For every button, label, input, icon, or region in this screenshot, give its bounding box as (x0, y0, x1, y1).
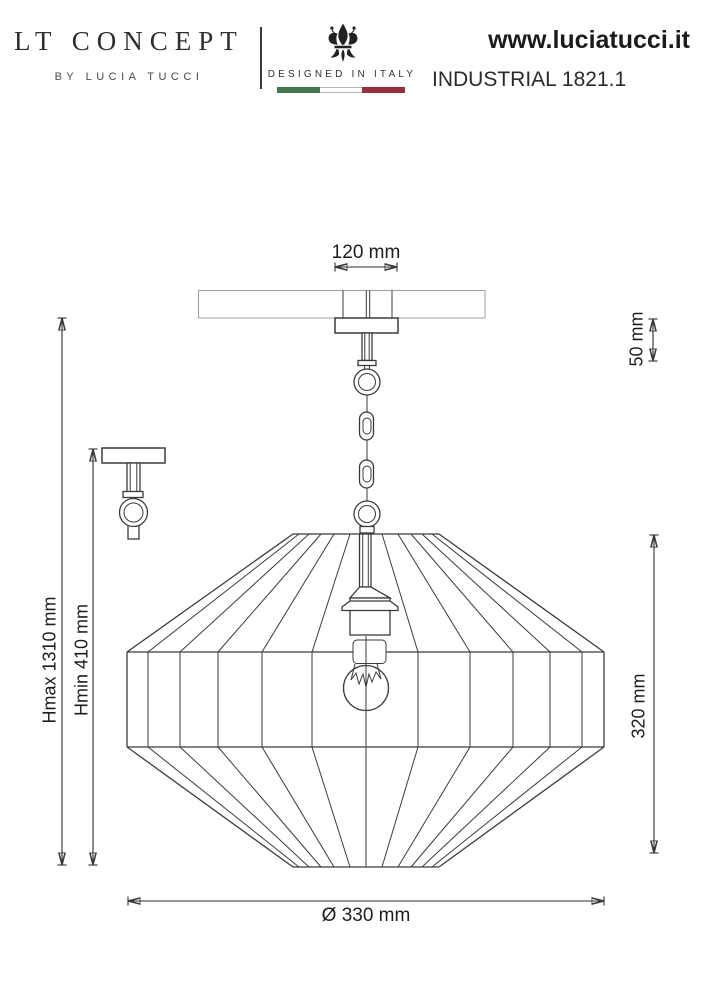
dimension-hmax-line (57, 317, 67, 866)
dimension-canopy-height-line (648, 318, 658, 362)
flag-green (277, 87, 320, 93)
brand-subtitle: BY LUCIA TUCCI (54, 71, 204, 83)
dim-label-hmax: Hmax 1310 mm (39, 596, 60, 724)
lamp-socket (341, 533, 399, 636)
brand-logo: LT CONCEPT (14, 26, 244, 56)
dimension-diameter-line (127, 896, 605, 906)
canopy (334, 317, 399, 370)
light-bulb (342, 636, 390, 867)
website-link: www.luciatucci.it (488, 26, 690, 54)
ceiling-hatch (198, 290, 486, 319)
header-divider (260, 27, 262, 89)
italian-flag (277, 87, 406, 93)
fleur-de-lis-icon (328, 23, 358, 62)
product-model: INDUSTRIAL 1821.1 (432, 68, 627, 91)
dimension-hmin-line (88, 448, 98, 866)
ceiling-mount-detail (101, 447, 166, 540)
dim-label-shade-height: 320 mm (628, 673, 649, 739)
flag-white (319, 87, 363, 93)
dimension-ceiling-width-line (334, 262, 398, 272)
dim-label-ceiling-width: 120 mm (331, 242, 401, 263)
dim-label-canopy-height: 50 mm (626, 311, 647, 367)
dimension-shade-height-line (649, 534, 659, 854)
suspension-chain (353, 368, 381, 534)
dim-label-hmin: Hmin 410 mm (71, 603, 92, 717)
dim-label-diameter: Ø 330 mm (321, 905, 411, 926)
flag-red (362, 87, 406, 93)
designed-in-italy-label: DESIGNED IN ITALY (267, 69, 417, 80)
